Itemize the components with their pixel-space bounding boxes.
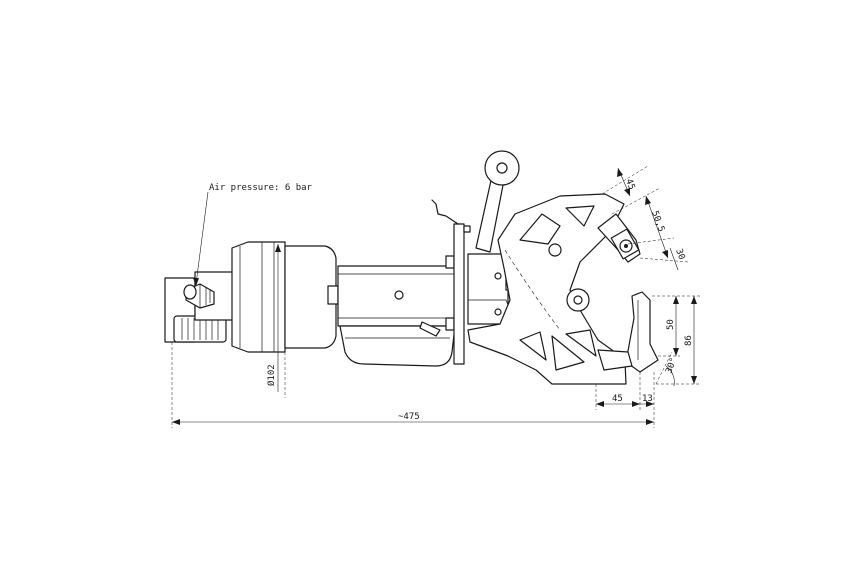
dim-diameter-text: Ø102 [266, 364, 277, 386]
motor-plug [327, 285, 339, 305]
dim-jaw-offset-text: 45 [612, 394, 623, 404]
lower-jaw-tooth [625, 291, 659, 373]
dim-height-total-text: 86 [684, 335, 694, 346]
lever-roller [484, 150, 520, 186]
plate-hook [431, 199, 459, 225]
roller-axle [496, 162, 508, 174]
front-plate [431, 199, 471, 365]
lever-arm [475, 150, 520, 253]
silencer-ribs [181, 318, 219, 340]
top-stud [445, 255, 455, 269]
dim-arm-mid-text: 50,5 [649, 210, 666, 234]
lower-jaw [597, 291, 659, 373]
plate [453, 223, 465, 365]
dim-jaw-tip-text: 13 [642, 394, 653, 404]
window-1 [519, 213, 561, 245]
trigger-lever [419, 321, 441, 337]
jaw-frame [467, 193, 627, 385]
lower-jaw-block [597, 349, 633, 371]
air-pressure-leader [193, 191, 209, 286]
reservoir-pan [339, 325, 456, 367]
dim-overall-length [171, 342, 655, 428]
upper-clamp-arm [597, 213, 641, 263]
motor-body [284, 245, 337, 349]
clamp-pin-center [624, 244, 628, 248]
window-3 [519, 331, 547, 361]
bolt-1 [494, 272, 502, 280]
air-connector [183, 284, 197, 300]
window-5 [565, 329, 597, 357]
plate-tab [463, 225, 471, 233]
bottom-stud [445, 317, 455, 331]
dim-angle-text: 30° [664, 356, 679, 375]
air-inlet-assembly [164, 271, 236, 343]
dim-overall-text: ~475 [398, 412, 420, 422]
motor-housing [231, 241, 339, 353]
mechanism-frame [467, 253, 509, 325]
center-screw [394, 290, 404, 300]
pivot-upper [548, 243, 562, 257]
bolt-2 [494, 308, 502, 316]
dim-height-lower-text: 50 [666, 319, 676, 330]
air-pressure-label: Air pressure: 6 bar [209, 183, 313, 193]
dim-diameter [275, 242, 286, 398]
pivot-main [566, 288, 590, 312]
cylinder-tube [337, 265, 459, 327]
dim-arm-low-text: 30 [673, 248, 686, 262]
dim-angle [655, 351, 675, 387]
dim-arm-top-text: 45 [623, 178, 636, 192]
pivot-main-center [573, 295, 583, 305]
dim-bottom-offsets [595, 372, 654, 410]
dim-upper-arm [601, 165, 689, 271]
dim-vertical [652, 295, 700, 385]
cylinder-body [337, 255, 459, 367]
window-2 [565, 205, 595, 227]
window-4 [551, 335, 585, 371]
